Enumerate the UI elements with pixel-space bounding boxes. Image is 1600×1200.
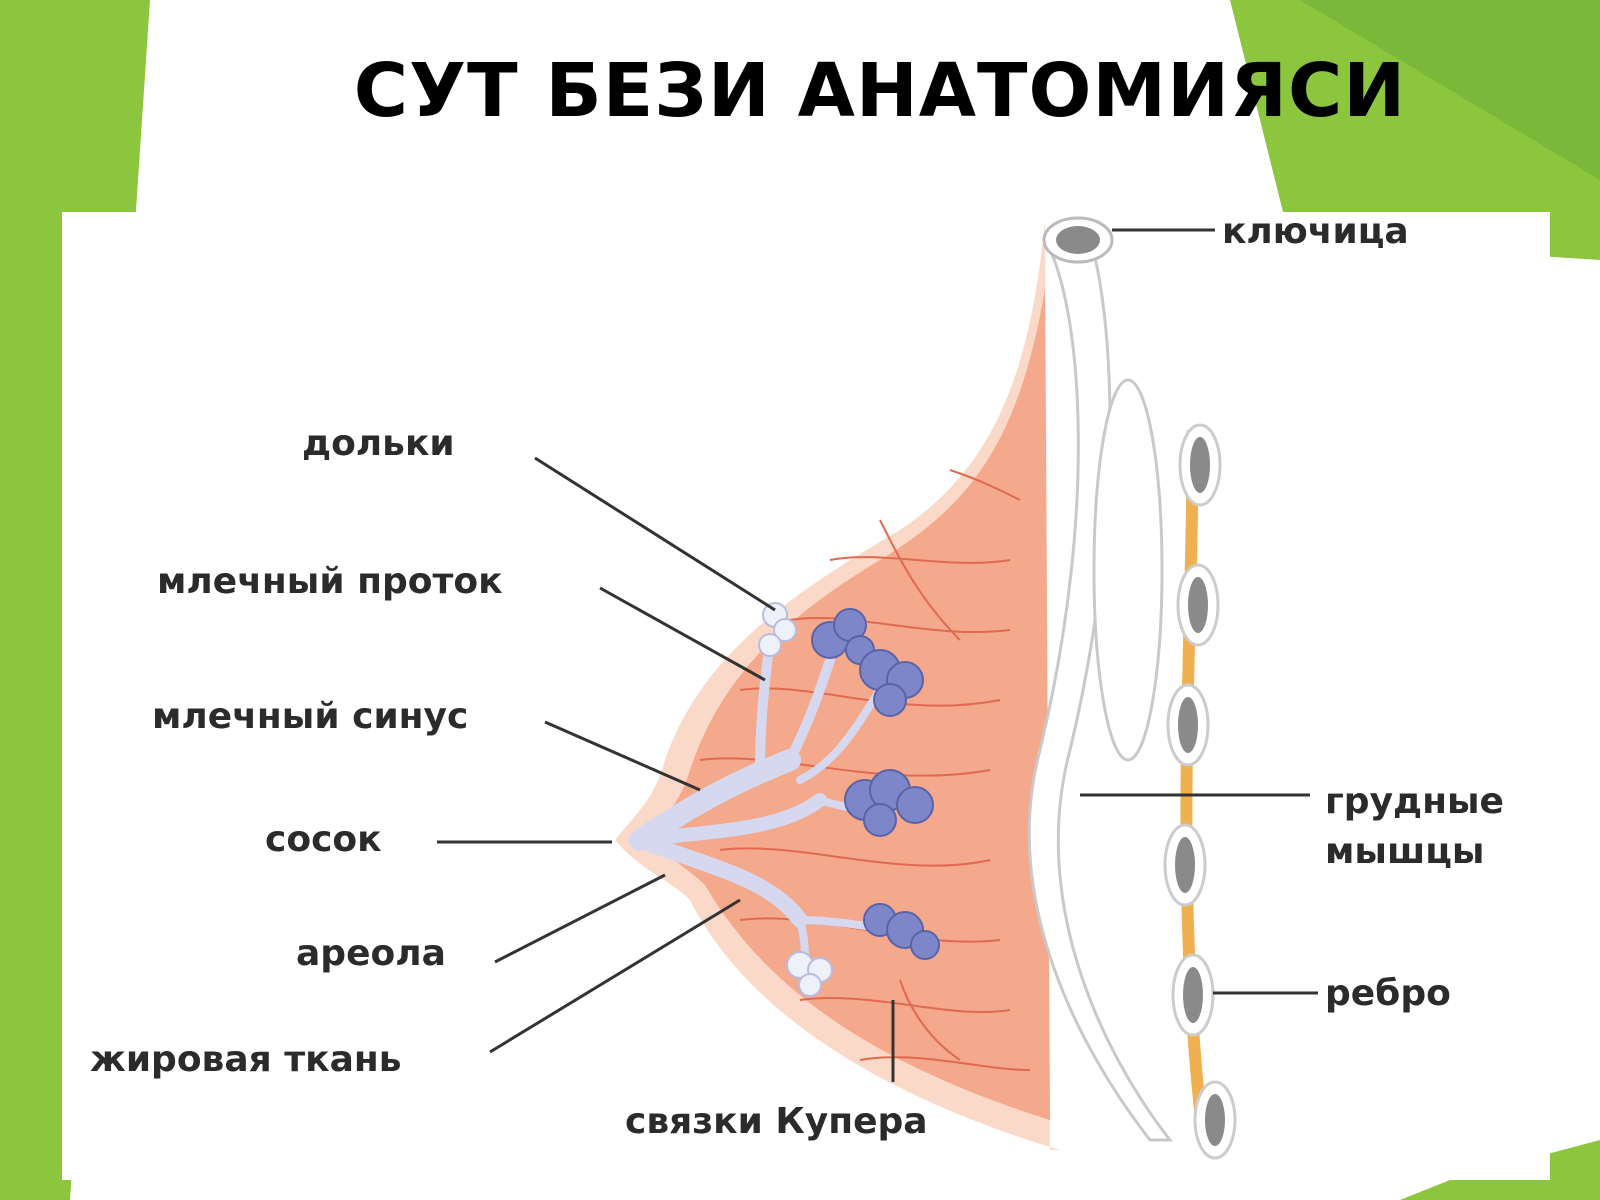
label-lobules: дольки xyxy=(302,423,455,464)
leader-fat-tissue xyxy=(489,898,741,1054)
label-milk-duct: млечный проток xyxy=(157,561,503,602)
label-rib: ребро xyxy=(1325,973,1451,1014)
leader-milk-duct xyxy=(599,586,766,682)
breast-tissue-inner xyxy=(650,290,1050,1120)
leader-lines xyxy=(437,228,1318,1082)
label-pectoral-muscles-1: грудные xyxy=(1325,781,1504,822)
right-green-shape-dark xyxy=(1300,0,1600,180)
label-pectoral-muscles-2: мышцы xyxy=(1325,831,1485,872)
label-nipple: сосок xyxy=(265,819,382,860)
rib-segments xyxy=(1163,423,1237,1160)
leader-lobules xyxy=(534,456,776,612)
lobules-clusters xyxy=(811,608,940,960)
leader-areola xyxy=(494,873,666,964)
clavicle-bone-core xyxy=(1056,226,1100,254)
label-clavicle: ключица xyxy=(1222,211,1409,252)
label-fat-tissue: жировая ткань xyxy=(90,1039,402,1080)
lobules-light xyxy=(758,602,833,997)
slide-title: СУТ БЕЗИ АНАТОМИЯСИ xyxy=(353,48,1407,134)
label-cooper-ligaments: связки Купера xyxy=(625,1101,928,1142)
muscle-oval xyxy=(1092,378,1164,762)
label-milk-sinus: млечный синус xyxy=(152,696,469,737)
label-areola: ареола xyxy=(296,933,446,974)
leader-milk-sinus xyxy=(544,720,701,792)
